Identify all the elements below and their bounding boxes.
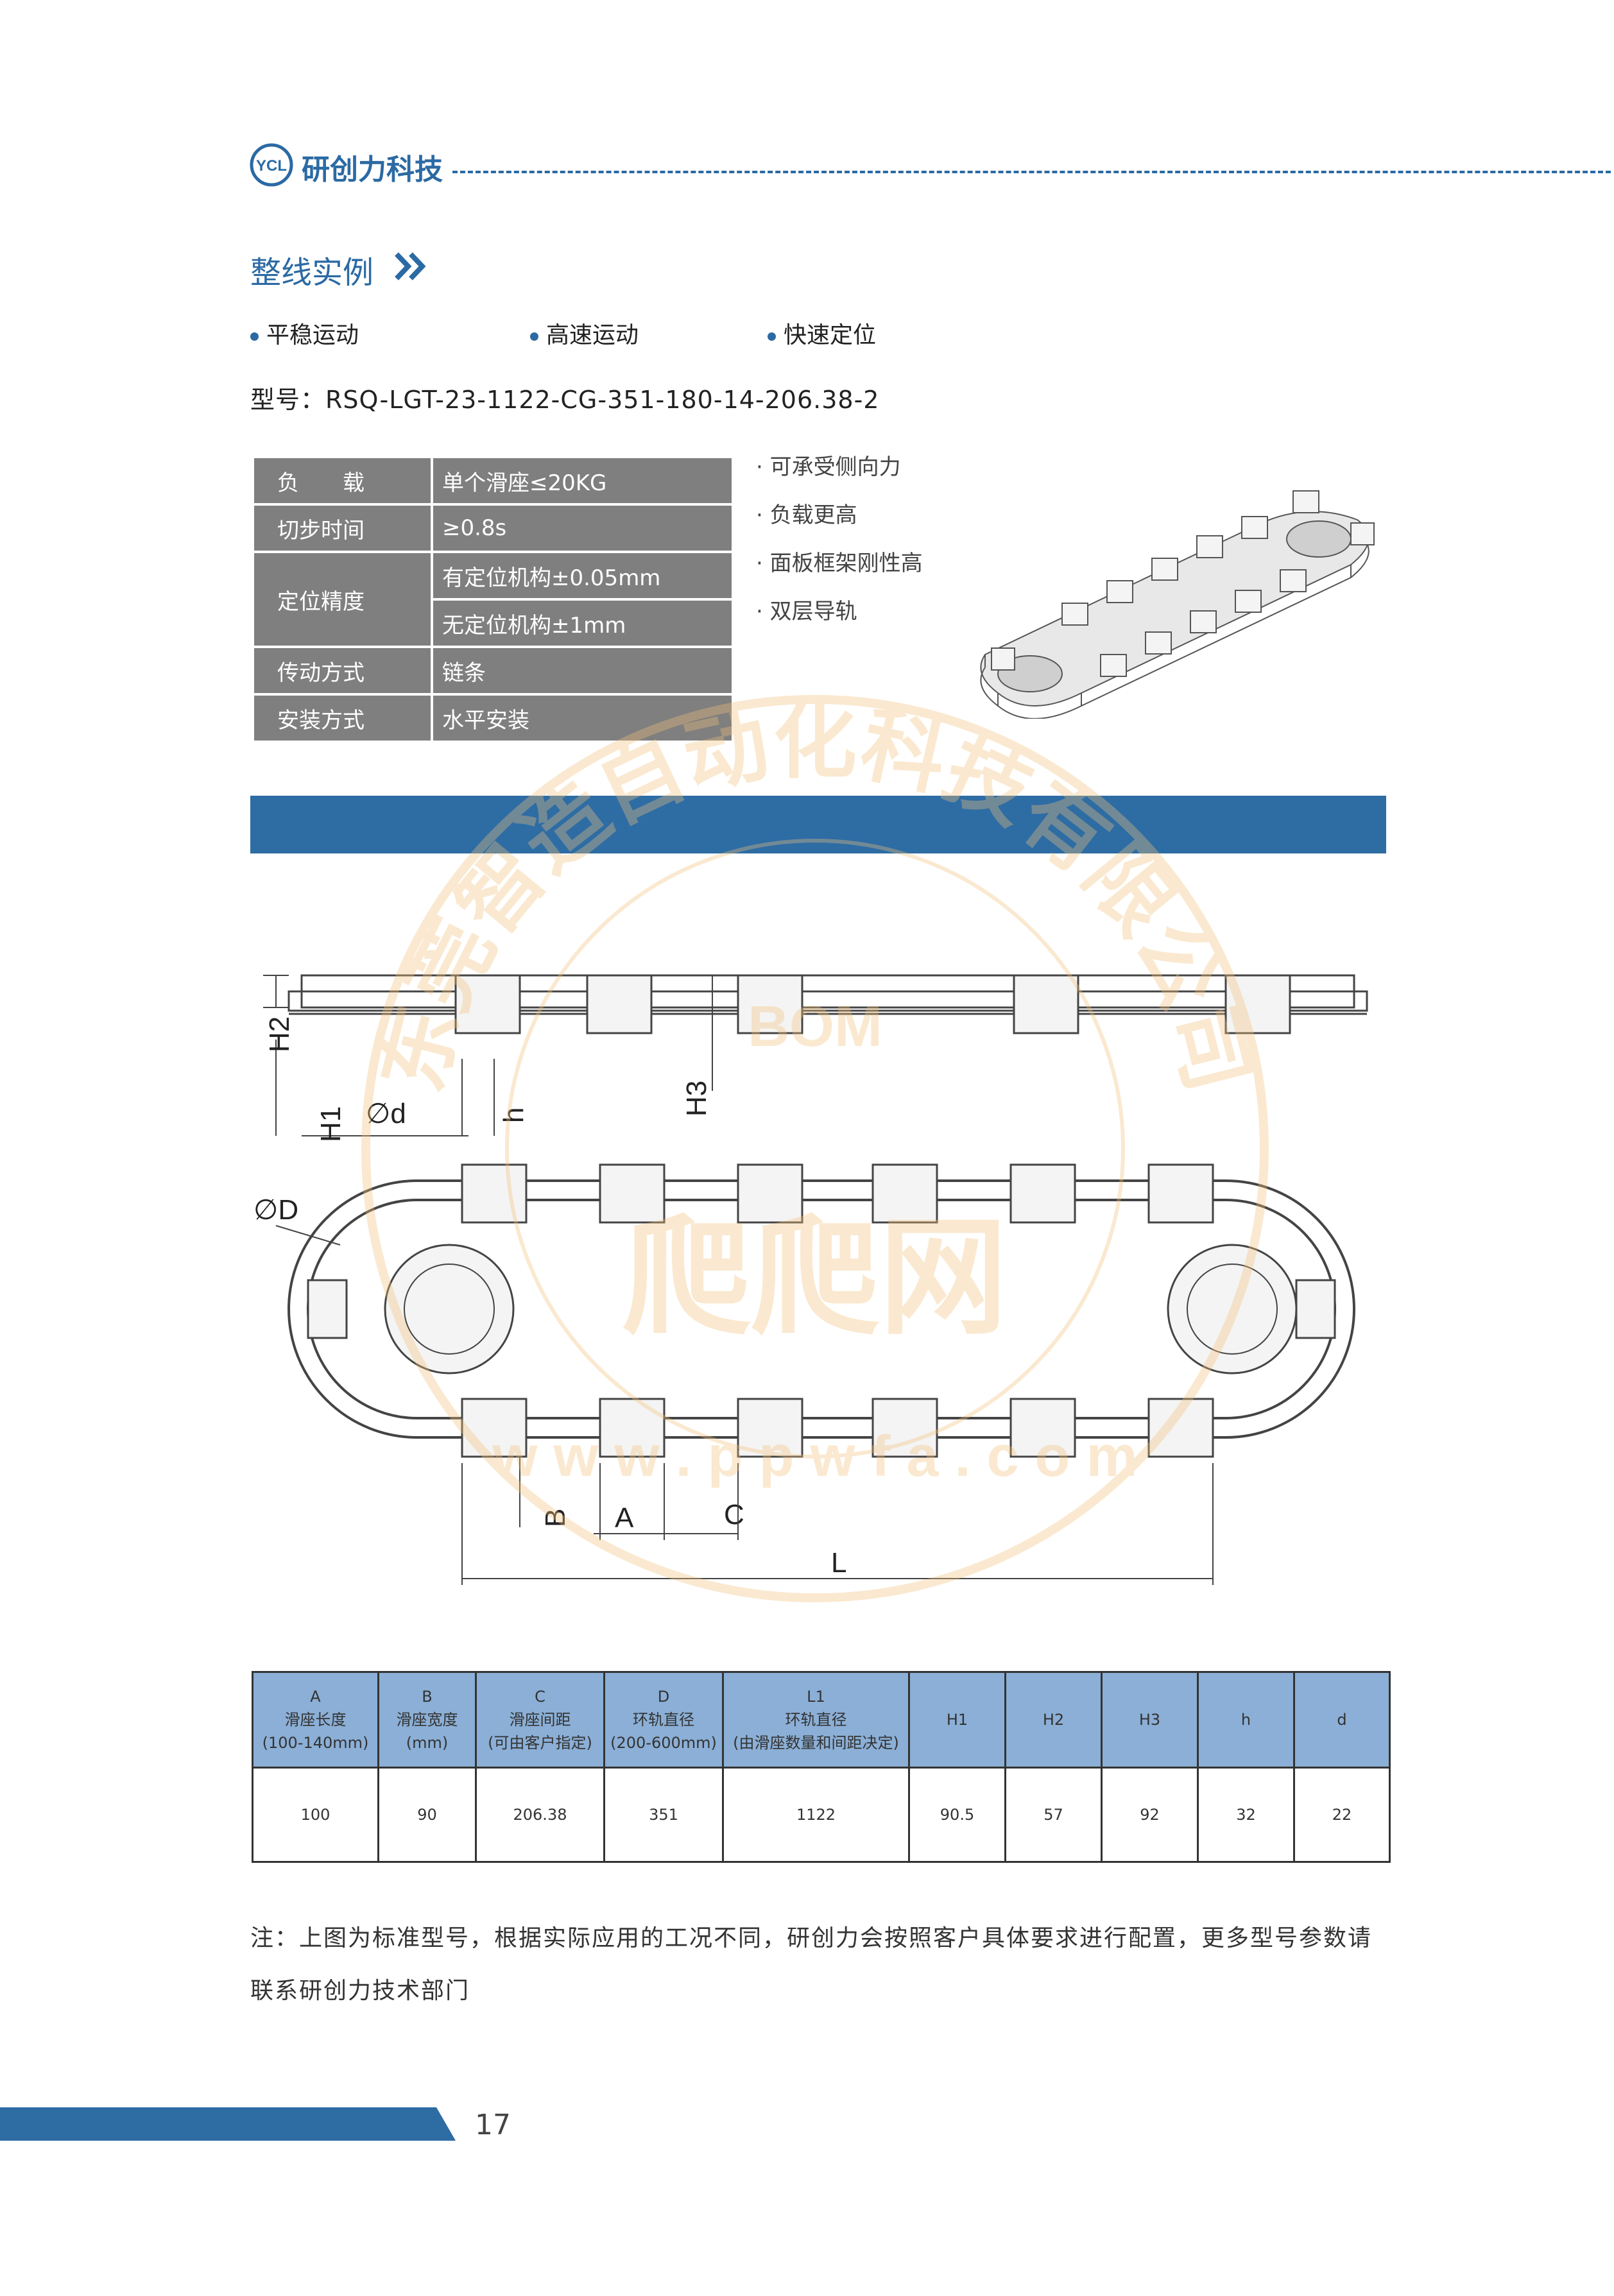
label-b: B xyxy=(540,1509,571,1527)
bullet-dot-icon xyxy=(250,332,259,341)
dim-value: 22 xyxy=(1293,1767,1391,1863)
footnote: 注：上图为标准型号，根据实际应用的工况不同，研创力会按照客户具体要求进行配置，更… xyxy=(250,1925,1373,2004)
spec-row-precision-2: 无定位机构±1mm xyxy=(253,598,734,648)
company-logo: YCL 研创力科技 xyxy=(249,142,443,187)
label-c: C xyxy=(724,1499,744,1530)
dim-header-h1: H1 xyxy=(908,1671,1006,1769)
label-a: A xyxy=(615,1502,634,1534)
footer-accent-bar xyxy=(0,2107,456,2141)
label-phi-d: ∅d xyxy=(366,1098,406,1129)
svg-text:YCL: YCL xyxy=(256,157,287,175)
label-l: L xyxy=(831,1547,846,1579)
spec-value: 有定位机构±0.05mm xyxy=(431,551,734,601)
spec-key: 负 载 xyxy=(252,456,433,506)
dim-value: 100 xyxy=(252,1767,379,1863)
spec-row-mount: 安装方式 水平安装 xyxy=(252,693,734,743)
feature-label: 平稳运动 xyxy=(266,322,359,348)
spec-key: 传动方式 xyxy=(252,646,433,696)
technical-drawing: H2 H1 H3 ∅d h ∅D B A C L xyxy=(253,974,1368,1585)
section-divider-bar xyxy=(250,796,1386,853)
dim-value: 32 xyxy=(1197,1767,1295,1863)
label-h1: H1 xyxy=(315,1106,347,1142)
section-title: 整线实例 xyxy=(250,255,374,291)
spec-row-precision: 定位精度 有定位机构±0.05mm xyxy=(252,551,734,648)
model-number: 型号：RSQ-LGT-23-1122-CG-351-180-14-206.38-… xyxy=(250,386,880,414)
spec-key: 安装方式 xyxy=(252,693,433,743)
note-item: · 双层导轨 xyxy=(756,599,857,624)
company-name: 研创力科技 xyxy=(302,153,443,186)
dim-value: 351 xyxy=(603,1767,724,1863)
dim-value: 57 xyxy=(1004,1767,1103,1863)
spec-row-drive: 传动方式 链条 xyxy=(252,646,734,696)
ycl-logo-icon: YCL xyxy=(250,143,293,187)
spec-value: 链条 xyxy=(431,646,734,696)
spec-value: 无定位机构±1mm xyxy=(431,598,734,648)
feature-high-speed: 高速运动 xyxy=(530,316,639,350)
bullet-dot-icon xyxy=(530,332,538,341)
feature-fast-position: 快速定位 xyxy=(768,316,876,350)
dim-value: 92 xyxy=(1101,1767,1199,1863)
dim-header-h2: H2 xyxy=(1004,1671,1103,1769)
spec-row-load: 负 载 单个滑座≤20KG xyxy=(252,456,734,506)
conveyor-product-image xyxy=(980,490,1375,719)
spec-key: 定位精度 xyxy=(252,551,433,648)
label-h: h xyxy=(498,1108,529,1123)
header-dashed-rule xyxy=(452,171,1611,173)
dim-header-h3: H3 xyxy=(1101,1671,1199,1769)
dim-value: 206.38 xyxy=(475,1767,605,1863)
dim-value: 1122 xyxy=(722,1767,910,1863)
dim-value: 90.5 xyxy=(908,1767,1006,1863)
bullet-dot-icon xyxy=(768,332,776,341)
page-number: 17 xyxy=(475,2109,511,2141)
spec-key: 切步时间 xyxy=(252,503,433,553)
note-item: · 面板框架刚性高 xyxy=(756,551,923,576)
feature-label: 高速运动 xyxy=(546,322,639,348)
spec-value: ≥0.8s xyxy=(431,503,734,553)
feature-label: 快速定位 xyxy=(784,322,877,348)
note-item: · 负载更高 xyxy=(756,502,857,528)
dim-value-row: 100 90 206.38 351 1122 90.5 57 92 32 22 xyxy=(252,1767,1391,1863)
dim-header-h: h xyxy=(1197,1671,1295,1769)
spec-table: 负 载 单个滑座≤20KG 切步时间 ≥0.8s 定位精度 有定位机构±0.05… xyxy=(252,456,734,743)
double-chevron-icon xyxy=(395,252,426,280)
dim-header-d-small: d xyxy=(1293,1671,1391,1769)
spec-value: 水平安装 xyxy=(431,693,734,743)
feature-smooth: 平稳运动 xyxy=(250,316,359,350)
label-phi-D: ∅D xyxy=(253,1194,298,1226)
spec-row-step-time: 切步时间 ≥0.8s xyxy=(252,503,734,553)
label-h2: H2 xyxy=(264,1016,295,1052)
label-h3: H3 xyxy=(681,1081,712,1117)
dim-value: 90 xyxy=(377,1767,477,1863)
note-item: · 可承受侧向力 xyxy=(756,454,901,480)
spec-value: 单个滑座≤20KG xyxy=(431,456,734,506)
